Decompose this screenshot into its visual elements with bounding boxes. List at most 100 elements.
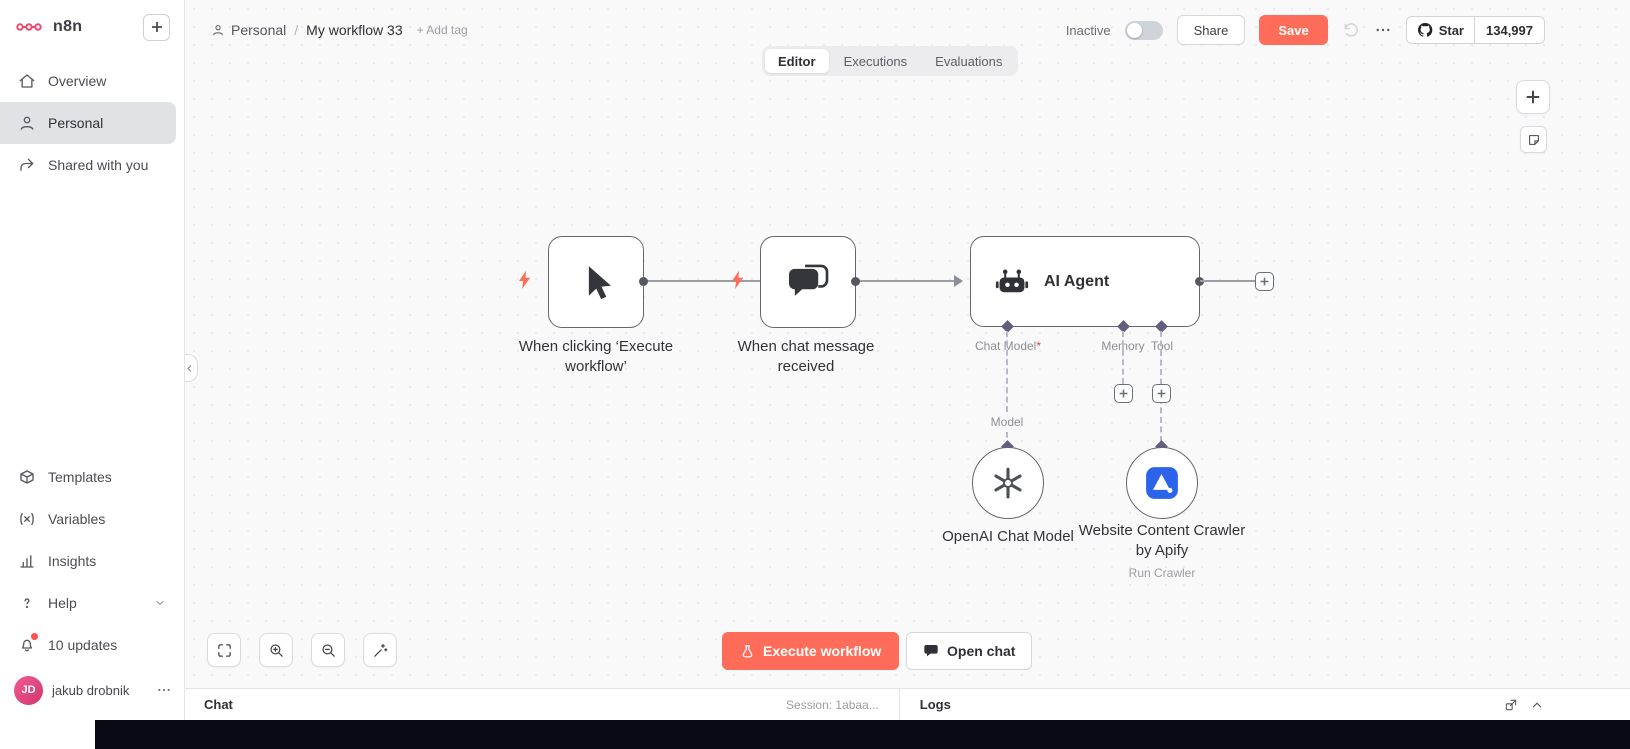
sidebar-item-overview[interactable]: Overview <box>0 60 184 102</box>
tidy-up-button[interactable] <box>363 633 397 667</box>
node-subtitle: Run Crawler <box>1128 566 1196 580</box>
notification-dot <box>31 633 38 640</box>
output-port[interactable] <box>1195 277 1204 286</box>
tab-executions[interactable]: Executions <box>843 53 908 69</box>
chevron-up-icon <box>1532 701 1542 707</box>
sidebar-item-templates[interactable]: Templates <box>0 456 184 498</box>
plus-icon <box>151 22 162 32</box>
github-star-button[interactable]: Star <box>1407 17 1474 43</box>
chevron-left-icon <box>187 364 192 372</box>
bottom-panel-bar: Chat Session: 1abaa... Logs <box>185 688 1630 720</box>
node-openai-chat-model[interactable] <box>972 447 1044 519</box>
github-star-widget[interactable]: Star 134,997 <box>1405 16 1545 44</box>
connection-arrowhead <box>954 275 963 287</box>
sidebar-collapse-button[interactable] <box>185 354 198 382</box>
sidebar-item-label: Personal <box>48 115 104 131</box>
tab-editor[interactable]: Editor <box>765 49 829 73</box>
n8n-logo[interactable]: n8n <box>16 18 82 36</box>
workflow-canvas[interactable]: Personal / My workflow 33 + Add tag Inac… <box>185 0 1630 720</box>
connection-chat-model <box>1006 331 1008 412</box>
zoom-in-icon <box>269 643 283 657</box>
open-chat-button[interactable]: Open chat <box>906 632 1033 670</box>
sidebar-item-insights[interactable]: Insights <box>0 540 184 582</box>
github-star-count[interactable]: 134,997 <box>1474 17 1544 43</box>
variables-icon <box>18 510 36 528</box>
node-ai-agent[interactable]: AI Agent <box>970 236 1200 327</box>
port-label-chat-model: Chat Model* <box>974 339 1042 353</box>
output-port[interactable] <box>851 277 860 286</box>
user-options-button[interactable] <box>156 682 172 698</box>
pop-out-icon <box>1505 699 1517 710</box>
updates-icon <box>18 633 38 654</box>
pop-out-panel-button[interactable] <box>1504 698 1518 712</box>
expand-panel-button[interactable] <box>1530 698 1544 712</box>
logs-panel-tab[interactable]: Logs <box>919 697 951 712</box>
sticky-note-icon <box>1528 134 1539 145</box>
add-sticky-note-button[interactable] <box>1520 126 1547 153</box>
n8n-logo-icon <box>16 23 42 31</box>
breadcrumb-project-label: Personal <box>231 22 287 38</box>
zoom-out-icon <box>321 643 335 657</box>
node-title: OpenAI Chat Model <box>942 528 1074 545</box>
sidebar: n8n Overview Personal <box>0 0 185 720</box>
port-label-tool: Tool <box>1150 339 1173 353</box>
workflow-options-button[interactable] <box>1374 21 1392 39</box>
ellipsis-icon <box>158 688 170 692</box>
panel-divider <box>898 688 900 720</box>
node-when-clicking-execute-workflow[interactable] <box>548 236 644 328</box>
github-star-label: Star <box>1438 22 1464 38</box>
zoom-out-button[interactable] <box>311 633 345 667</box>
share-button[interactable]: Share <box>1176 15 1246 45</box>
sidebar-item-personal[interactable]: Personal <box>0 102 176 144</box>
github-icon <box>1417 23 1433 37</box>
sidebar-item-label: Shared with you <box>48 157 149 173</box>
share-icon <box>18 156 36 174</box>
connection-label-model: Model <box>981 414 1033 430</box>
sidebar-item-label: 10 updates <box>48 637 118 653</box>
user-name: jakub drobnik <box>52 682 130 698</box>
user-menu[interactable]: JD jakub drobnik <box>0 666 184 720</box>
save-button[interactable]: Save <box>1259 15 1328 45</box>
apify-crawler-icon <box>1146 467 1178 499</box>
connection-memory <box>1122 331 1124 384</box>
chat-panel-tab[interactable]: Chat <box>204 697 233 712</box>
chat-bubble-icon <box>924 645 938 657</box>
add-node-button[interactable] <box>1255 272 1274 291</box>
activation-label: Inactive <box>1065 22 1111 38</box>
add-tool-button[interactable] <box>1152 384 1171 403</box>
breadcrumb-separator: / <box>294 22 299 38</box>
editor-tabs: Editor Executions Evaluations <box>762 46 1019 76</box>
canvas-add-node-button[interactable] <box>1516 80 1550 114</box>
add-tag-button[interactable]: + Add tag <box>416 23 468 37</box>
sidebar-item-label: Variables <box>48 511 106 527</box>
sidebar-item-shared-with-you[interactable]: Shared with you <box>0 144 184 186</box>
flask-icon <box>742 644 753 657</box>
node-when-chat-message-received[interactable] <box>760 236 856 328</box>
history-icon[interactable] <box>1342 21 1360 39</box>
trigger-bolt-icon <box>730 270 745 290</box>
workflow-title[interactable]: My workflow 33 <box>306 22 403 38</box>
fit-view-button[interactable] <box>207 633 241 667</box>
plus-icon <box>1260 277 1269 286</box>
node-title: Website Content Crawler by Apify <box>1078 522 1246 559</box>
sidebar-item-help[interactable]: Help <box>0 582 184 624</box>
sidebar-item-variables[interactable]: Variables <box>0 498 184 540</box>
execute-workflow-button[interactable]: Execute workflow <box>722 632 900 670</box>
add-memory-button[interactable] <box>1114 384 1133 403</box>
fit-view-icon <box>217 643 231 657</box>
activation-toggle[interactable] <box>1124 20 1163 40</box>
logo-text: n8n <box>53 18 83 35</box>
node-title: When chat message received <box>737 338 875 375</box>
tab-evaluations[interactable]: Evaluations <box>935 53 1003 69</box>
create-workflow-button[interactable] <box>143 13 170 41</box>
sidebar-item-label: Templates <box>48 469 112 485</box>
breadcrumb-project[interactable]: Personal <box>211 22 286 38</box>
sidebar-header: n8n <box>0 0 184 54</box>
node-website-content-crawler[interactable] <box>1126 447 1198 519</box>
openai-icon <box>994 467 1022 499</box>
output-port[interactable] <box>639 277 648 286</box>
zoom-in-button[interactable] <box>259 633 293 667</box>
trigger-bolt-icon <box>517 270 532 290</box>
sidebar-item-updates[interactable]: 10 updates <box>0 624 184 666</box>
